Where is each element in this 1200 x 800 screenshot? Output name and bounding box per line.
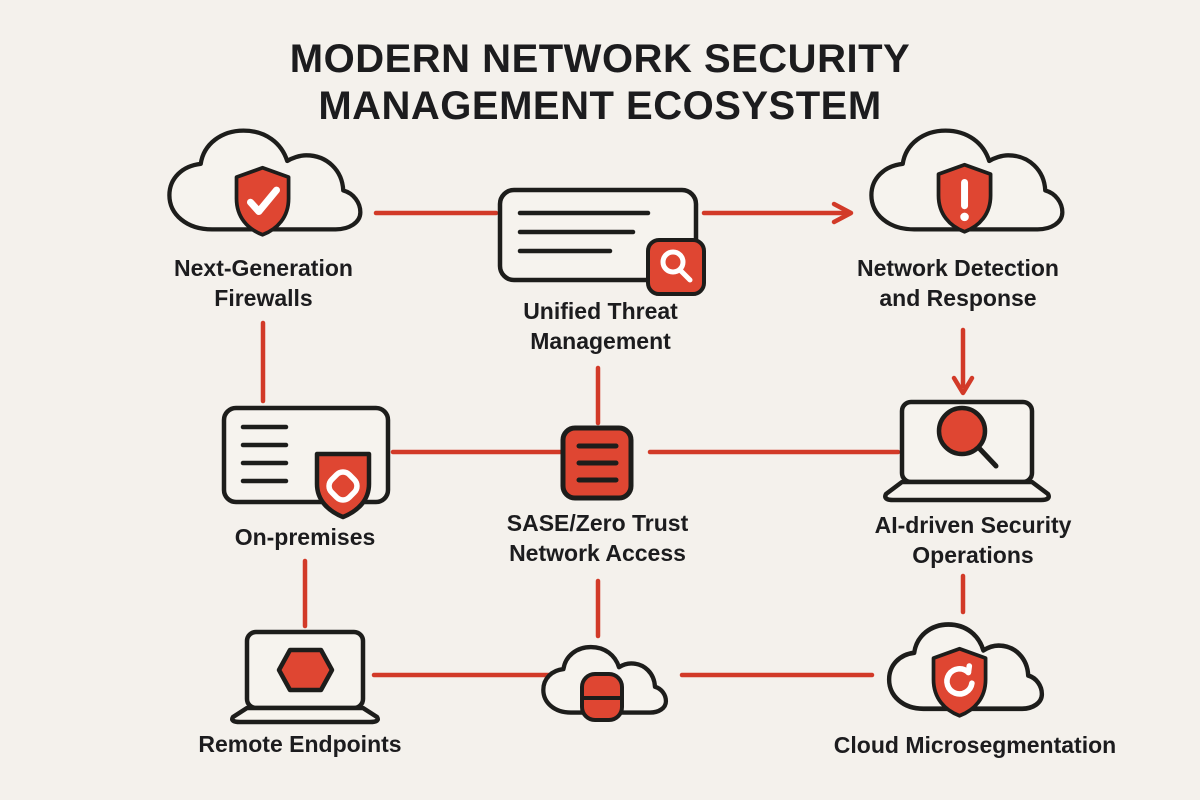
- laptop-base-icon: [230, 705, 380, 725]
- label-sase-ztna: SASE/Zero Trust Network Access: [506, 510, 689, 566]
- checkmark-glyph: [246, 186, 280, 215]
- connector-lines: [260, 201, 975, 678]
- shield-refresh-icon: [931, 646, 988, 718]
- utm-node: [497, 187, 706, 296]
- search-icon: [660, 249, 693, 283]
- shield-check-icon: [234, 165, 291, 237]
- endpoint-hexagon-icon: [276, 647, 335, 693]
- label-remote-endpoints: Remote Endpoints: [198, 731, 402, 757]
- storage-icon: [580, 672, 624, 722]
- refresh-glyph: [944, 666, 975, 697]
- diamond-glyph: [326, 469, 360, 503]
- badge-shield-icon: [314, 451, 372, 520]
- label-ai-driven-security-operations: AI-driven Security Operations: [874, 512, 1072, 568]
- policy-lines: [576, 443, 619, 483]
- label-network-detection-response: Network Detection and Response: [857, 255, 1059, 311]
- magnifier-red-icon: [936, 405, 999, 469]
- search-badge: [646, 238, 706, 296]
- shield-alert-icon: [936, 162, 993, 234]
- diagram-title: MODERN NETWORK SECURITY MANAGEMENT ECOSY…: [289, 37, 911, 128]
- label-next-generation-firewalls: Next-Generation Firewalls: [174, 255, 353, 311]
- ndr-node: [869, 128, 1065, 234]
- sase-node: [560, 425, 634, 501]
- label-on-premises: On-premises: [234, 524, 376, 550]
- report-lines: [517, 210, 651, 254]
- cloudhub-node: [541, 644, 669, 722]
- label-cloud-microsegmentation: Cloud Microsegmentation: [833, 732, 1117, 758]
- arrowhead-right-icon: [831, 201, 854, 225]
- server-lines: [240, 424, 289, 484]
- laptop-base-icon: [883, 479, 1051, 503]
- microseg-node: [886, 622, 1045, 718]
- aiops-node: [883, 399, 1051, 503]
- remote-node: [230, 629, 380, 725]
- arrowhead-down-icon: [951, 375, 975, 396]
- onprem-node: [221, 405, 391, 520]
- label-unified-threat-management: Unified Threat Management: [523, 298, 678, 354]
- ngfw-node: [167, 128, 363, 237]
